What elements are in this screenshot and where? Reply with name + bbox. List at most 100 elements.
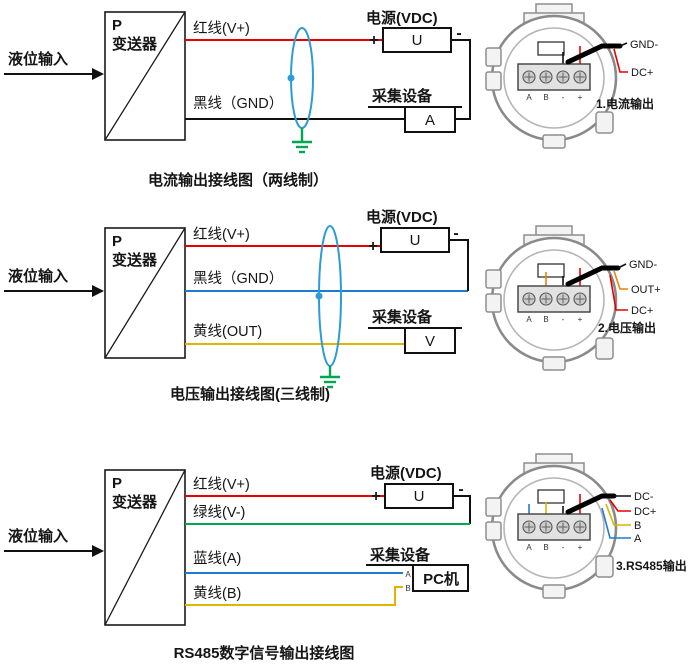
terminal-screws	[522, 292, 587, 306]
device-rs485-output: A B - + DC- DC+ B A 3.RS485输出	[485, 453, 687, 599]
output-label-out: OUT+	[631, 284, 661, 296]
transmitter-p: P	[112, 17, 122, 34]
output-label-dc-minus: DC-	[634, 491, 654, 503]
b-branch	[605, 503, 631, 526]
output-cable	[565, 493, 617, 515]
section-rs485-output: 液位输入 P 变送器 红线(V+) 电源(VDC) + U - 绿线(V-) 蓝…	[4, 464, 471, 662]
dc-plus-branch	[609, 499, 631, 512]
wire-label-blue: 蓝线(A)	[193, 550, 241, 567]
device-caption: 2.电压输出	[598, 320, 656, 335]
device-component	[537, 263, 565, 278]
power-plus: +	[368, 238, 377, 255]
terminal-label-minus: -	[562, 315, 565, 324]
collector-box	[404, 106, 456, 133]
out-branch	[613, 270, 628, 290]
terminal-label-minus: -	[562, 543, 565, 552]
power-box	[382, 27, 452, 53]
section-caption: 电压输出接线图(三线制)	[170, 385, 330, 403]
device-side-boss	[595, 111, 614, 134]
output-label-dc-plus: DC+	[634, 506, 656, 518]
device-component	[537, 489, 565, 504]
power-minus: -	[456, 25, 461, 42]
device-voltage-output: A B - + GND- OUT+ DC+ 2.电压输出	[485, 225, 661, 371]
power-box-label: U	[410, 232, 421, 249]
collector-box-label: V	[425, 333, 435, 350]
terminal-label-minus: -	[562, 93, 565, 102]
output-cable	[565, 265, 621, 287]
conduit-entry	[485, 521, 502, 541]
minus-return-wire	[453, 495, 471, 524]
transmitter-diagonal	[104, 469, 186, 626]
input-label: 液位输入	[8, 267, 68, 285]
output-label-dc: DC+	[631, 305, 653, 317]
pc-box-label: PC机	[423, 570, 459, 588]
device-component	[537, 41, 565, 56]
power-title: 电源(VDC)	[370, 464, 442, 482]
dc-branch	[613, 48, 628, 73]
terminal-label-plus: +	[578, 93, 583, 102]
conduit-entry	[485, 71, 502, 91]
input-arrow-head	[92, 545, 104, 557]
shield-junction-dot	[315, 292, 323, 300]
transmitter-name: 变送器	[112, 35, 158, 53]
output-label-dc: DC+	[631, 67, 653, 79]
collector-title: 采集设备	[371, 308, 433, 326]
device-housing-inner	[503, 27, 605, 129]
collector-box-label: A	[425, 112, 435, 129]
device-housing-inner	[503, 477, 605, 579]
power-box-label: U	[412, 32, 423, 49]
collector-title: 采集设备	[369, 546, 431, 564]
wire-label-red: 红线(V+)	[193, 476, 250, 493]
a-branch	[601, 507, 631, 539]
wire-label-green: 绿线(V-)	[193, 504, 245, 521]
wire-label-yellow: 黄线(OUT)	[193, 323, 262, 340]
conduit-entry	[485, 497, 502, 517]
wire-label-red: 红线(V+)	[193, 226, 250, 243]
yellow-wire	[185, 586, 403, 606]
wire-label-red: 红线(V+)	[193, 20, 250, 37]
device-caption: 1.电流输出	[596, 96, 654, 111]
device-current-output: A B - + GND- DC+ 1.电流输出	[485, 3, 658, 149]
power-title: 电源(VDC)	[366, 208, 438, 226]
transmitter-diagonal	[104, 11, 186, 141]
terminal-label-b: B	[543, 93, 548, 102]
terminal-label-plus: +	[578, 543, 583, 552]
device-bottom-boss	[542, 356, 566, 371]
minus-return-wire	[451, 39, 471, 120]
power-title: 电源(VDC)	[366, 9, 438, 27]
power-box-label: U	[414, 488, 425, 505]
section-caption: 电流输出接线图（两线制）	[148, 171, 328, 189]
section-current-output: 液位输入 P 变送器 红线(V+) 电源(VDC) + U - 黑线（GND） …	[4, 9, 471, 189]
output-label-b: B	[634, 520, 641, 532]
pc-port-b: B	[405, 584, 410, 593]
device-housing-inner	[503, 249, 605, 351]
transmitter-p: P	[112, 475, 122, 492]
conduit-entry	[485, 47, 502, 67]
conduit-entry	[485, 293, 502, 313]
wire-label-black: 黑线（GND）	[193, 95, 283, 112]
dc-branch	[609, 274, 628, 311]
device-side-boss	[595, 337, 614, 360]
input-arrow-head	[92, 285, 104, 297]
output-label-gnd: GND-	[630, 39, 658, 51]
terminal-label-a: A	[526, 543, 532, 552]
section-voltage-output: 液位输入 P 变送器 红线(V+) 电源(VDC) + U - 黑线（GND） …	[4, 208, 469, 403]
terminal-screws	[522, 520, 587, 534]
section-caption: RS485数字信号输出接线图	[174, 644, 355, 662]
pc-box	[412, 564, 469, 592]
gnd-branch	[617, 263, 627, 269]
terminal-label-plus: +	[578, 315, 583, 324]
output-label-a: A	[634, 533, 642, 545]
pc-port-a: A	[405, 570, 411, 579]
terminal-label-a: A	[526, 93, 532, 102]
input-arrow-head	[92, 68, 104, 80]
transmitter-name: 变送器	[112, 493, 158, 511]
conduit-entry	[485, 269, 502, 289]
transmitter-diagonal	[104, 227, 186, 359]
power-minus: -	[458, 481, 463, 498]
terminal-label-b: B	[543, 315, 548, 324]
output-label-gnd: GND-	[629, 259, 657, 271]
collector-title: 采集设备	[371, 87, 433, 105]
